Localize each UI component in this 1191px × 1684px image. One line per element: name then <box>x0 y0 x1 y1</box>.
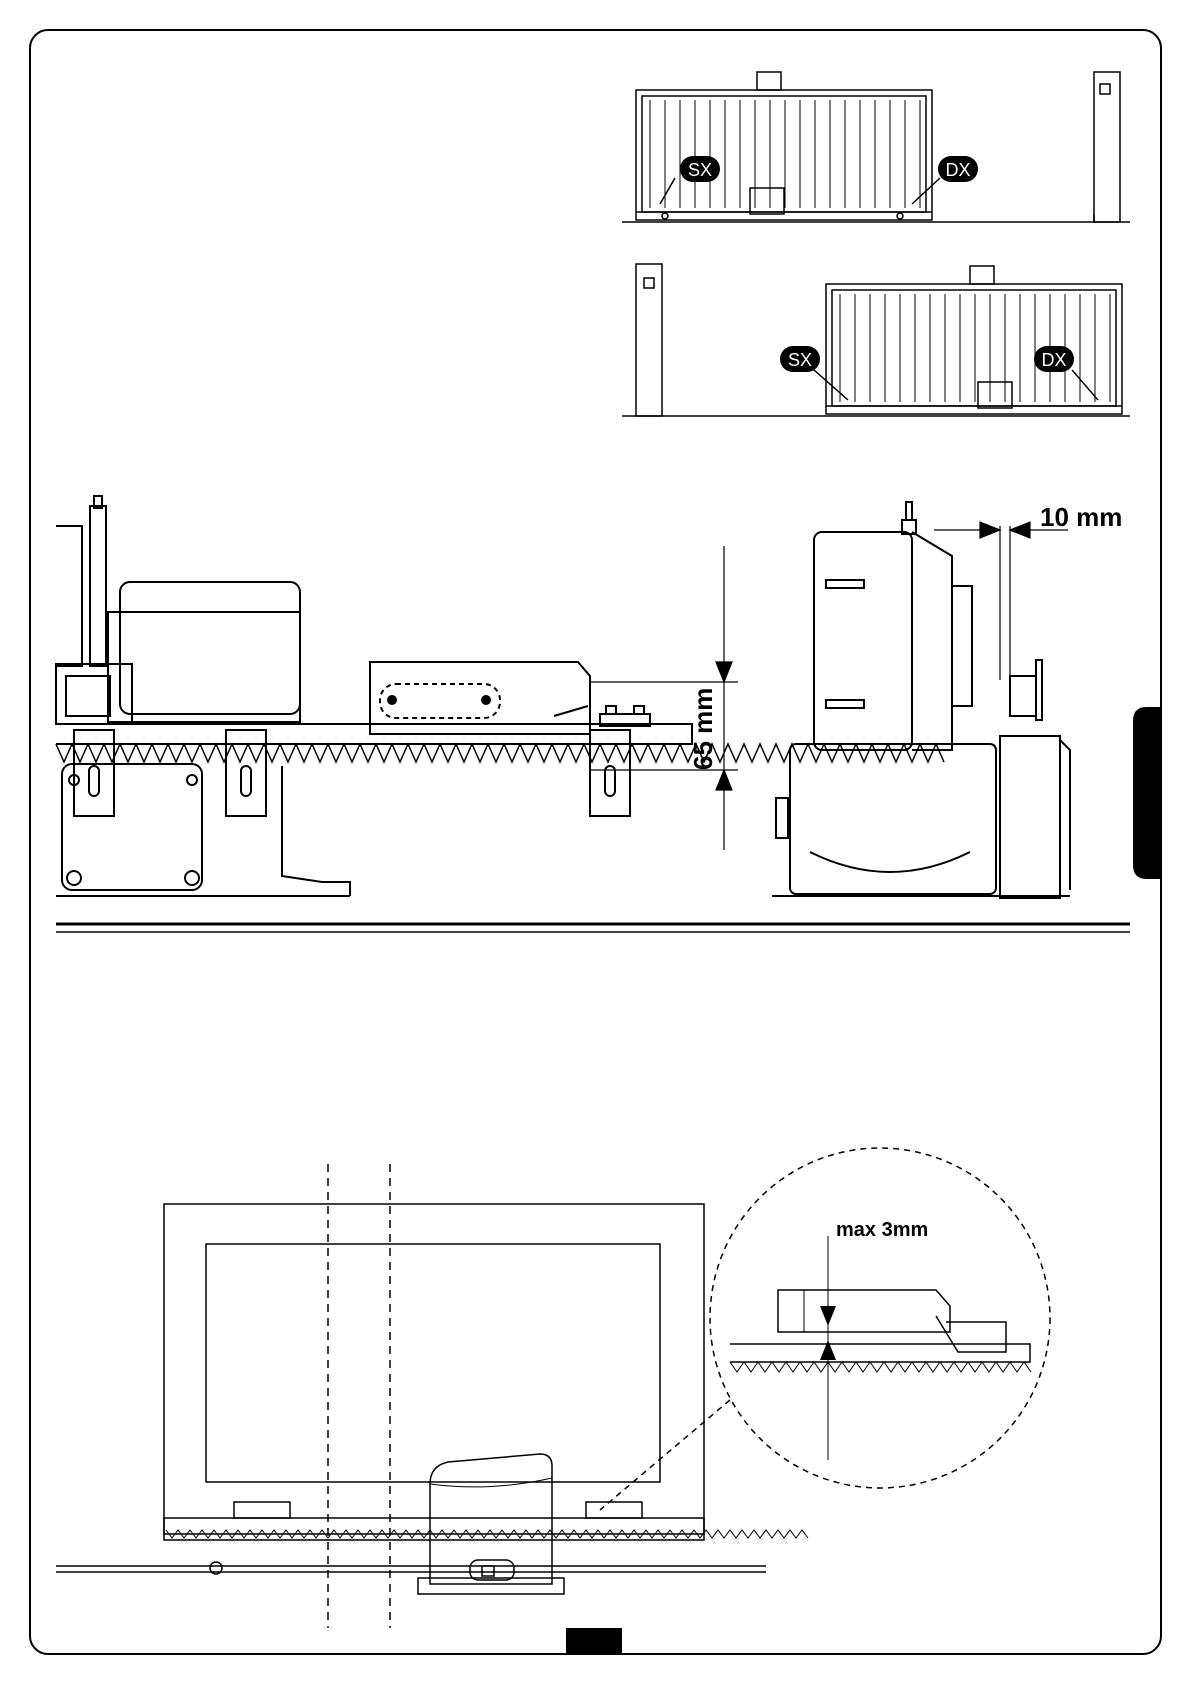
gate-figure-middle <box>622 264 1130 416</box>
svg-text:DX: DX <box>945 160 970 180</box>
detail-rack-zoom <box>730 1236 1031 1460</box>
svg-text:SX: SX <box>788 350 812 370</box>
max-gap-label: max 3mm <box>836 1219 928 1241</box>
motor-rack-front-view <box>56 496 944 896</box>
gate-figure-top <box>622 72 1130 222</box>
sx-badge-top: SX <box>680 156 720 182</box>
dx-badge-top: DX <box>938 156 978 182</box>
sx-badge-middle: SX <box>780 346 820 372</box>
rack-height-label: 65 mm <box>688 688 718 770</box>
page-number-block <box>566 1628 622 1654</box>
clearance-label: 10 mm <box>1040 502 1122 532</box>
side-tab <box>1133 707 1161 879</box>
clearance-dimension <box>934 522 1068 680</box>
motor-side-view <box>772 502 1070 898</box>
dx-badge-middle: DX <box>1034 346 1074 372</box>
gate-installation-view <box>56 1204 808 1594</box>
cut-lines <box>328 1164 390 1628</box>
svg-text:DX: DX <box>1041 350 1066 370</box>
page-frame <box>30 30 1161 1654</box>
svg-text:SX: SX <box>688 160 712 180</box>
detail-callout-circle <box>600 1148 1050 1510</box>
